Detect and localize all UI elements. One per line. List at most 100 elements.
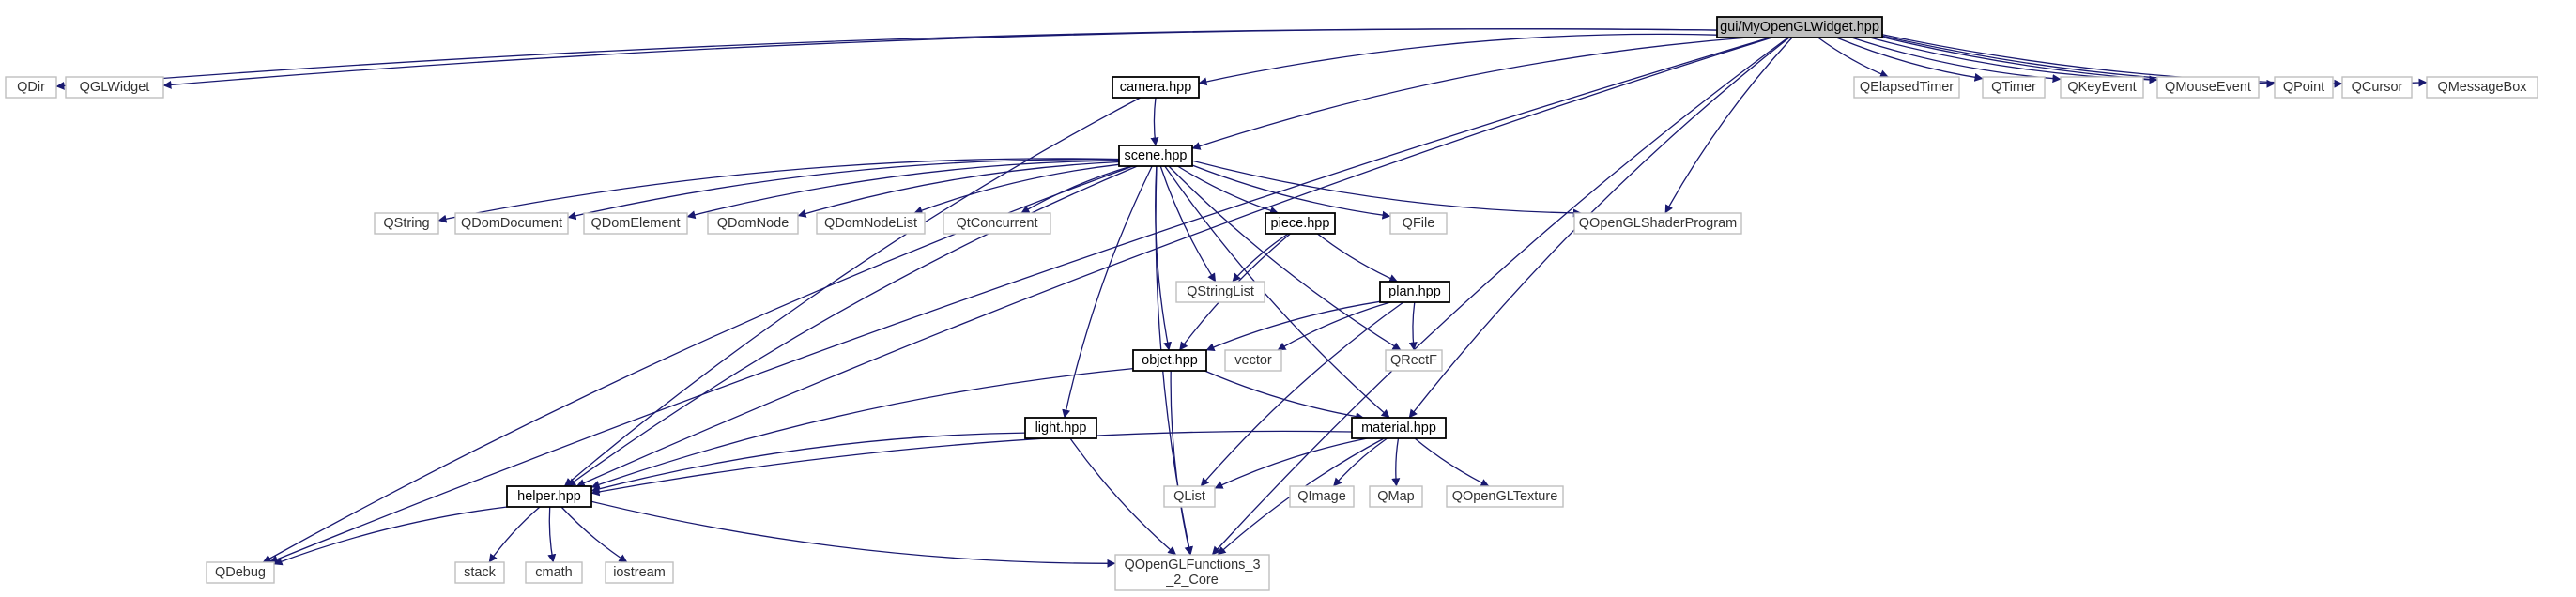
node-helper[interactable]: helper.hpp [506, 485, 592, 508]
edge-helper-to-qdebug [273, 506, 508, 566]
node-qdomdocument-label: QDomDocument [461, 216, 562, 231]
node-qrectf: QRectF [1385, 349, 1443, 372]
node-scene[interactable]: scene.hpp [1118, 145, 1193, 167]
node-vector-label: vector [1234, 353, 1272, 368]
node-qopenglfunctions-label: _2_Core [1165, 573, 1219, 588]
node-qimage: QImage [1289, 485, 1355, 508]
node-scene-label: scene.hpp [1125, 148, 1188, 163]
edge-plan-to-qrectf [1408, 301, 1418, 351]
node-qtconcurrent-box [943, 212, 1051, 235]
node-qmap-box [1369, 485, 1423, 508]
node-root[interactable]: gui/MyOpenGLWidget.hpp [1716, 16, 1883, 38]
node-qkeyevent-box [2060, 76, 2144, 99]
edge-scene-to-qstring [437, 158, 1120, 223]
node-qimage-box [1289, 485, 1355, 508]
node-qstringlist-box [1175, 281, 1265, 303]
node-qdir-label: QDir [17, 80, 45, 95]
node-qdomdocument: QDomDocument [454, 212, 569, 235]
node-vector-box [1224, 349, 1282, 372]
edge-material-to-qopengltexture [1414, 437, 1490, 487]
node-qtimer-box [1982, 76, 2046, 99]
node-qkeyevent: QKeyEvent [2060, 76, 2144, 99]
node-qdomnode-box [707, 212, 799, 235]
node-objet[interactable]: objet.hpp [1132, 349, 1207, 372]
node-qmouseevent-label: QMouseEvent [2165, 80, 2251, 95]
node-qdomdocument-box [454, 212, 569, 235]
node-material-box [1351, 417, 1447, 439]
node-qopengltexture-label: QOpenGLTexture [1452, 489, 1558, 504]
edge-scene-to-light [1062, 165, 1153, 419]
node-qelapsedtimer-label: QElapsedTimer [1860, 80, 1954, 95]
node-light[interactable]: light.hpp [1024, 417, 1097, 439]
node-qglwidget-label: QGLWidget [80, 80, 150, 95]
node-plan-label: plan.hpp [1388, 284, 1441, 299]
node-qrectf-box [1385, 349, 1443, 372]
edge-scene-to-qdomnodelist [913, 163, 1120, 215]
node-piece[interactable]: piece.hpp [1265, 212, 1336, 235]
node-root-label: gui/MyOpenGLWidget.hpp [1720, 20, 1879, 35]
edge-scene-to-helper [567, 165, 1138, 487]
edge-camera-to-helper [563, 97, 1142, 487]
node-qmap: QMap [1369, 485, 1423, 508]
edge-root-to-qglwidget [162, 28, 1718, 89]
edge-root-to-helper [575, 37, 1772, 487]
edge-scene-to-qrectf [1168, 165, 1402, 351]
edge-scene-to-material [1164, 165, 1390, 419]
edge-scene-to-qdomdocument [567, 159, 1120, 221]
node-qstringlist: QStringList [1175, 281, 1265, 303]
edge-material-to-qimage [1332, 437, 1388, 487]
node-light-label: light.hpp [1035, 421, 1087, 436]
node-qstringlist-label: QStringList [1187, 284, 1254, 299]
node-qdir: QDir [5, 76, 57, 99]
edge-objet-to-qopenglfunctions [1170, 370, 1193, 556]
node-qdebug-label: QDebug [215, 565, 266, 580]
node-qmessagebox-box [2426, 76, 2538, 99]
node-qopenglshader-label: QOpenGLShaderProgram [1579, 216, 1737, 231]
edge-root-to-camera [1198, 33, 1718, 86]
edge-helper-to-qopenglfunctions [590, 500, 1116, 568]
edge-root-to-qdebug [268, 37, 1771, 563]
node-qfile-label: QFile [1403, 216, 1435, 231]
edge-root-to-qkeyevent [1851, 37, 2062, 84]
node-light-box [1024, 417, 1097, 439]
node-qdomnode: QDomNode [707, 212, 799, 235]
node-qtimer-label: QTimer [1991, 80, 2036, 95]
edge-plan-to-objet [1205, 300, 1381, 351]
node-plan[interactable]: plan.hpp [1379, 281, 1450, 303]
node-qmap-label: QMap [1377, 489, 1415, 504]
node-camera[interactable]: camera.hpp [1112, 76, 1200, 99]
node-cmath-label: cmath [535, 565, 573, 580]
node-stack-label: stack [464, 565, 497, 580]
edge-scene-to-piece [1177, 165, 1279, 215]
node-qopengltexture-box [1446, 485, 1564, 508]
edge-material-to-helper [590, 430, 1353, 497]
node-piece-box [1265, 212, 1336, 235]
node-qpoint-label: QPoint [2283, 80, 2324, 95]
node-qglwidget-box [65, 76, 164, 99]
edge-root-to-qelapsedtimer [1817, 37, 1889, 78]
edge-helper-to-stack [488, 506, 541, 563]
node-material-label: material.hpp [1361, 421, 1436, 436]
node-qfile: QFile [1389, 212, 1448, 235]
node-qopengltexture: QOpenGLTexture [1446, 485, 1564, 508]
node-qkeyevent-label: QKeyEvent [2067, 80, 2136, 95]
edge-material-to-qlist [1214, 437, 1368, 489]
edge-scene-to-qfile [1191, 164, 1391, 220]
node-qtconcurrent-label: QtConcurrent [956, 216, 1037, 231]
node-qdomelement-box [583, 212, 688, 235]
edge-root-to-qdir [55, 28, 1718, 90]
edge-objet-to-helper [590, 367, 1134, 489]
node-qlist-label: QList [1173, 489, 1205, 504]
edge-root-to-qopenglfunctions [1211, 37, 1789, 556]
node-qmouseevent: QMouseEvent [2156, 76, 2260, 99]
node-qstring-box [374, 212, 439, 235]
edge-scene-to-qopenglshader [1191, 160, 1582, 218]
edge-objet-to-material [1204, 370, 1365, 421]
node-qdomnodelist-label: QDomNodeList [824, 216, 917, 231]
node-material[interactable]: material.hpp [1351, 417, 1447, 439]
node-camera-label: camera.hpp [1120, 80, 1192, 95]
node-qfile-box [1389, 212, 1448, 235]
node-qpoint-box [2274, 76, 2334, 99]
edge-material-to-qmap [1391, 437, 1401, 487]
